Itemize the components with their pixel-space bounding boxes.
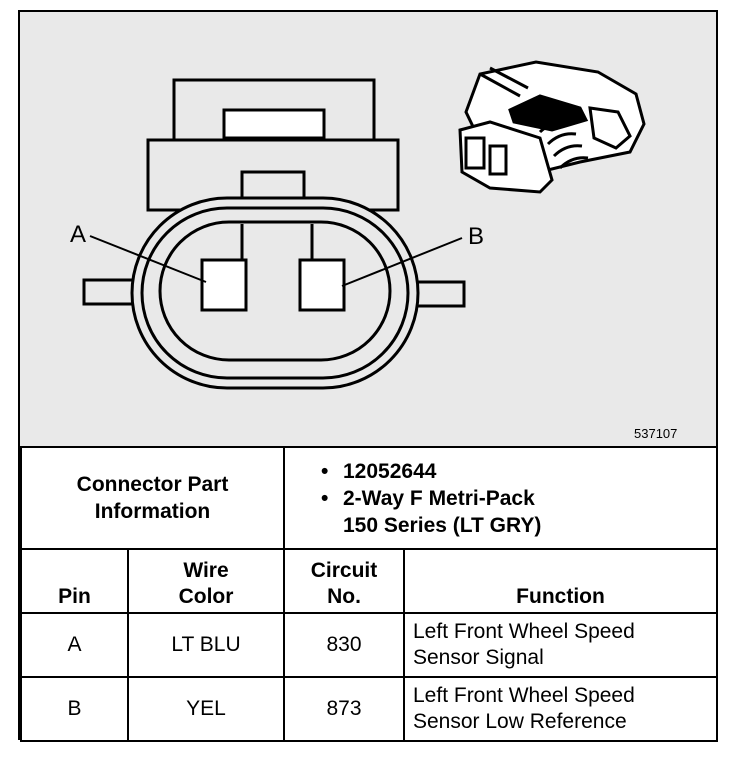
function-cell: Left Front Wheel Speed Sensor Signal xyxy=(403,612,718,678)
header-circuit-line1: Circuit xyxy=(310,559,378,582)
table-row: A LT BLU 830 Left Front Wheel Speed Sens… xyxy=(20,612,718,678)
figure-number: 537107 xyxy=(634,426,677,441)
header-wire-line2: Color xyxy=(178,585,234,608)
connector-type-line1: 2-Way F Metri-Pack xyxy=(343,486,535,510)
header-circuit-no: Circuit No. xyxy=(283,548,405,614)
connector-part-label: Connector Part Information xyxy=(20,446,285,550)
connector-diagram: A B 537107 xyxy=(20,12,716,446)
circuit-cell: 830 xyxy=(283,612,405,678)
header-wire-color: Wire Color xyxy=(127,548,285,614)
connector-type-line2: 150 Series (LT GRY) xyxy=(343,513,542,537)
pin-cell: B xyxy=(20,676,129,742)
wire-color-cell: YEL xyxy=(127,676,285,742)
part-info-row: Connector Part Information 12052644 2-Wa… xyxy=(20,446,718,550)
connector-info-table: Connector Part Information 12052644 2-Wa… xyxy=(20,446,718,742)
function-line2: Sensor Low Reference xyxy=(413,710,627,733)
function-line1: Left Front Wheel Speed xyxy=(413,684,635,707)
header-wire-line1: Wire xyxy=(183,559,229,582)
circuit-cell: 873 xyxy=(283,676,405,742)
connector-face-drawing xyxy=(82,78,466,390)
header-circuit-line2: No. xyxy=(327,585,361,608)
connector-part-label-text: Connector Part Information xyxy=(76,473,229,523)
part-info-list: 12052644 2-Way F Metri-Pack 150 Series (… xyxy=(321,458,708,539)
wire-color-cell: LT BLU xyxy=(127,612,285,678)
callout-a: A xyxy=(70,221,86,248)
function-cell: Left Front Wheel Speed Sensor Low Refere… xyxy=(403,676,718,742)
callout-b: B xyxy=(468,223,484,250)
header-pin: Pin xyxy=(20,548,129,614)
table-row: B YEL 873 Left Front Wheel Speed Sensor … xyxy=(20,676,718,742)
header-function: Function xyxy=(403,548,718,614)
connector-sheet: A B 537107 Connector Part Information 12… xyxy=(18,10,718,742)
function-line2: Sensor Signal xyxy=(413,646,544,669)
header-row: Pin Wire Color Circuit No. Function xyxy=(20,548,718,614)
pin-cell: A xyxy=(20,612,129,678)
connector-info-table-area: Connector Part Information 12052644 2-Wa… xyxy=(20,446,718,742)
connector-isometric-drawing xyxy=(458,60,646,194)
function-line1: Left Front Wheel Speed xyxy=(413,620,635,643)
part-info-cell: 12052644 2-Way F Metri-Pack 150 Series (… xyxy=(283,446,718,550)
connector-type: 2-Way F Metri-Pack 150 Series (LT GRY) xyxy=(321,485,708,539)
part-number: 12052644 xyxy=(321,458,708,485)
